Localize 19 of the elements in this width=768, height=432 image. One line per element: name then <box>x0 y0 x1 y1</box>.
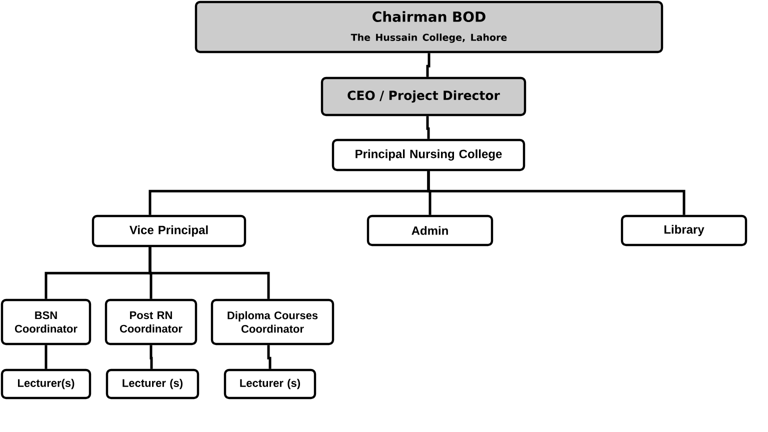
connector-line <box>426 116 430 139</box>
org-box: Lecturer(s) <box>0 368 92 400</box>
connector-line <box>267 345 272 369</box>
connector-line <box>426 53 430 77</box>
org-box: BSN Coordinator <box>0 298 92 346</box>
org-box: Lecturer (s) <box>106 368 200 400</box>
org-box: Lecturer (s) <box>224 368 316 400</box>
org-box: Post RN Coordinator <box>104 298 198 346</box>
connector-line <box>150 345 153 369</box>
connector-line <box>148 247 270 299</box>
connector-line <box>44 345 48 369</box>
connector-line <box>427 171 686 215</box>
title-box: Chairman BOD The Hussain College, Lahore <box>194 0 664 54</box>
org-box: Library <box>620 214 748 246</box>
title-box: CEO / Project Director <box>320 76 526 116</box>
org-box: Vice Principal <box>92 214 246 248</box>
org-box: Diploma Courses Coordinator <box>210 298 334 346</box>
org-box: Principal Nursing College <box>332 138 526 172</box>
org-box: Admin <box>366 214 494 246</box>
